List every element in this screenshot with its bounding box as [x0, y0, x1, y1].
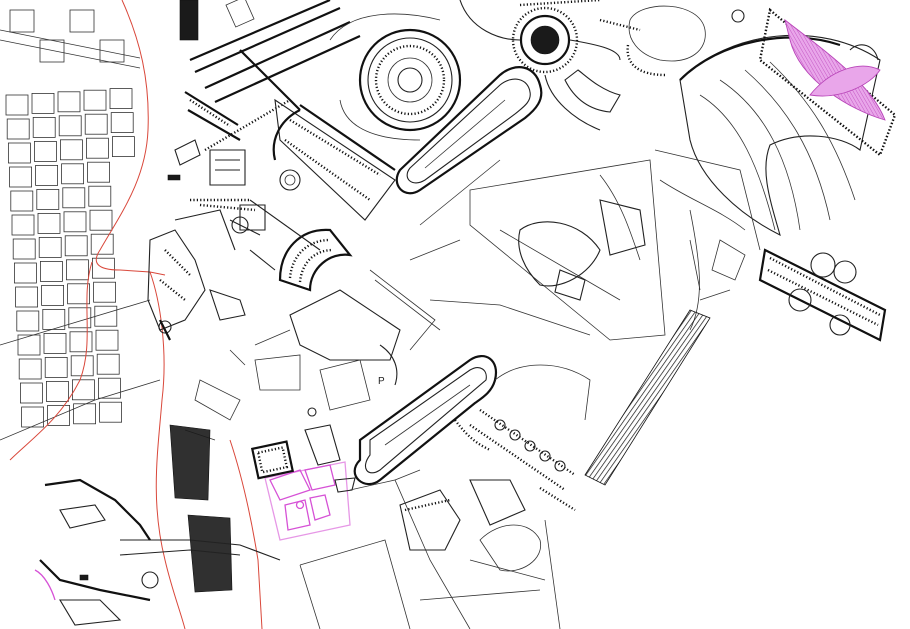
city-block: [94, 305, 118, 327]
city-block: [13, 262, 37, 284]
city-block: [87, 161, 110, 183]
east-bath-complex: [758, 248, 887, 342]
river-bank-east: [95, 0, 186, 629]
city-block: [57, 91, 81, 113]
city-block: [92, 257, 115, 279]
highlight-garden: [264, 461, 351, 541]
city-block: [15, 286, 39, 308]
long-stoa: [584, 309, 711, 486]
city-block: [34, 140, 57, 162]
city-block: [19, 382, 43, 404]
city-block: [73, 403, 96, 425]
central-park-lines: [409, 149, 761, 341]
city-block: [21, 406, 45, 428]
city-block: [39, 39, 65, 63]
city-block: [95, 329, 119, 351]
city-block: [37, 212, 61, 234]
city-block: [86, 137, 109, 159]
city-block: [32, 117, 56, 138]
city-block: [11, 214, 35, 236]
city-block: [38, 236, 62, 258]
fan-theater: [679, 34, 881, 237]
city-grid-blocks: [5, 9, 135, 428]
city-block: [67, 283, 90, 305]
west-road: [0, 29, 141, 69]
circle-colonnade: [454, 409, 576, 512]
city-block: [84, 113, 108, 135]
city-block: [70, 355, 94, 377]
city-block: [90, 233, 114, 255]
city-block: [93, 281, 116, 303]
riverside-ruins: [147, 209, 246, 341]
city-block: [43, 332, 67, 354]
river-channel-east: [229, 439, 263, 629]
city-block: [62, 187, 86, 209]
city-block: [9, 166, 33, 188]
round-temple-cluster: [459, 0, 641, 131]
city-block: [99, 401, 122, 423]
city-block: [41, 284, 64, 306]
city-block: [36, 188, 60, 210]
site-tag-label: P: [378, 376, 385, 387]
city-block: [7, 142, 31, 164]
city-block: [42, 308, 66, 330]
highlight-lens-building: [758, 7, 897, 157]
city-block: [96, 353, 120, 375]
city-block: [58, 115, 82, 137]
city-block: [40, 260, 63, 282]
city-block: [46, 380, 69, 402]
city-block: [69, 9, 95, 33]
city-block: [9, 9, 35, 33]
city-block: [18, 358, 42, 380]
city-block: [60, 139, 83, 161]
city-block: [83, 89, 107, 111]
north-porticoes: [179, 0, 396, 221]
city-block: [47, 404, 70, 426]
peripteral-temple: [250, 407, 356, 493]
city-block: [88, 185, 112, 207]
city-block: [110, 112, 134, 133]
garden-villa-top: [626, 5, 745, 77]
city-block: [6, 118, 30, 140]
city-block: [16, 310, 40, 332]
city-block: [63, 211, 87, 233]
city-block: [72, 379, 95, 401]
river-bank-west: [9, 261, 166, 461]
city-block: [112, 136, 135, 158]
west-lanes: [0, 299, 161, 441]
city-block: [5, 94, 29, 116]
city-block: [31, 93, 55, 114]
central-forum: [184, 269, 441, 441]
city-block: [12, 238, 36, 260]
city-block: [109, 88, 133, 109]
city-block: [35, 164, 58, 186]
city-block: [69, 331, 93, 353]
bridge-complex: [34, 424, 281, 626]
round-mausoleum: [329, 13, 462, 141]
city-block: [44, 356, 68, 378]
city-block: [98, 377, 121, 399]
north-circus: [395, 66, 543, 195]
small-temples: [167, 139, 266, 231]
city-block: [61, 163, 84, 185]
city-block: [64, 235, 88, 257]
south-districts: [299, 364, 591, 629]
city-block: [66, 259, 89, 281]
south-circus: [353, 355, 498, 486]
city-block: [10, 190, 34, 212]
city-block: [89, 209, 113, 231]
city-block: [17, 334, 41, 356]
